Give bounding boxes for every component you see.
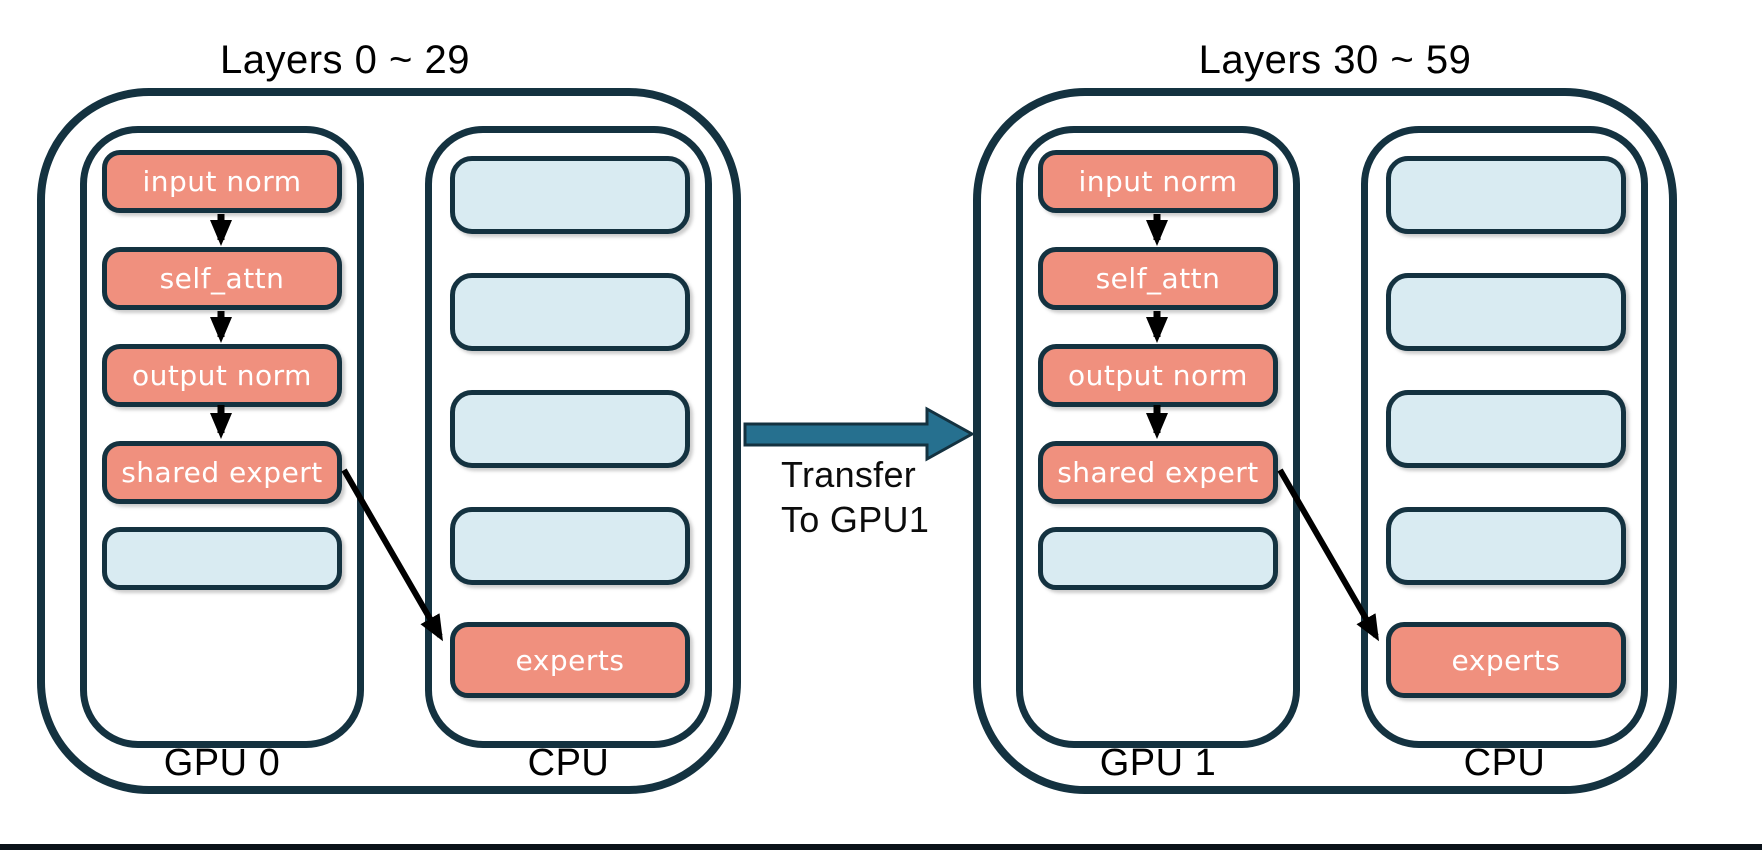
box-experts: experts (1386, 622, 1626, 698)
box-label: output norm (132, 359, 312, 392)
cpu-empty-slot (450, 156, 690, 234)
box-label: input norm (142, 165, 302, 198)
cpu-empty-slot (1386, 156, 1626, 234)
transfer-label-line2: To GPU1 (781, 499, 930, 540)
box-label: self_attn (1095, 262, 1221, 295)
gpu0-label: GPU 0 (163, 742, 281, 784)
box-label: shared expert (121, 456, 323, 489)
cpu-empty-slot (1386, 507, 1626, 585)
box-self-attn: self_attn (1038, 247, 1278, 310)
box-input-norm: input norm (102, 150, 342, 213)
right-cpu-label: CPU (1463, 742, 1546, 784)
cpu-empty-slot (450, 507, 690, 585)
box-experts: experts (450, 622, 690, 698)
right-group-title: Layers 30 ~ 59 (1198, 38, 1472, 82)
box-input-norm: input norm (1038, 150, 1278, 213)
transfer-label: Transfer To GPU1 (781, 452, 929, 542)
gpu1-device-box (1016, 126, 1300, 748)
box-shared-expert: shared expert (1038, 441, 1278, 504)
box-self-attn: self_attn (102, 247, 342, 310)
gpu0-empty-slot (102, 527, 342, 590)
gpu1-empty-slot (1038, 527, 1278, 590)
left-group-title: Layers 0 ~ 29 (220, 38, 470, 82)
cpu-empty-slot (1386, 273, 1626, 351)
cpu-empty-slot (1386, 390, 1626, 468)
gpu1-label: GPU 1 (1099, 742, 1217, 784)
cpu-empty-slot (450, 273, 690, 351)
left-cpu-label: CPU (527, 742, 610, 784)
box-label: self_attn (159, 262, 285, 295)
box-label: experts (1451, 643, 1561, 677)
gpu0-device-box (80, 126, 364, 748)
box-label: experts (515, 643, 625, 677)
transfer-label-line1: Transfer (781, 454, 917, 495)
box-output-norm: output norm (102, 344, 342, 407)
bottom-edge-bar (0, 844, 1762, 850)
box-shared-expert: shared expert (102, 441, 342, 504)
box-label: shared expert (1057, 456, 1259, 489)
box-output-norm: output norm (1038, 344, 1278, 407)
box-label: output norm (1068, 359, 1248, 392)
cpu-empty-slot (450, 390, 690, 468)
box-label: input norm (1078, 165, 1238, 198)
